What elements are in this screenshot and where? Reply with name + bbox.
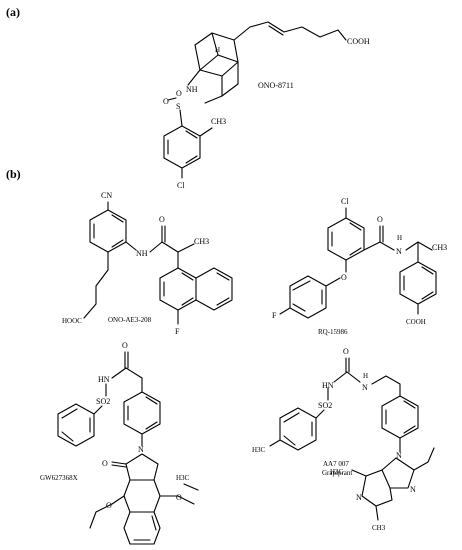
rq-o-ether-label: O [341, 273, 347, 282]
structure-grapiprant: O HN N H SO2 H3C N N N H3C CH3 AA7 007 G… [252, 347, 435, 532]
gw-o-top-label: O [122, 341, 128, 350]
grap-h3c-label: H3C [252, 446, 266, 454]
ono-ae3-name: ONO-AE3-208 [108, 316, 152, 324]
rq-h-label: H [397, 234, 402, 242]
grap-me2-label: CH3 [372, 524, 386, 532]
ono-8711-name: ONO-8711 [258, 81, 294, 90]
ono-8711-nh-label: NH [186, 85, 198, 94]
grap-n1-label: N [396, 451, 402, 460]
rq-name: RQ-15986 [318, 328, 348, 336]
ono-8711-s-label: S [176, 102, 180, 111]
ono-ae3-me-label: CH3 [194, 237, 209, 246]
panel-label-a: (a) [6, 5, 20, 19]
ono-ae3-nh-label: NH [136, 249, 148, 258]
gw-hn-label: HN [98, 375, 110, 384]
gw-h3c-label: H3C [176, 474, 190, 482]
ono-ae3-acid-label: HOOC [62, 317, 82, 325]
grap-n3-label: N [356, 493, 362, 502]
grap-me1-label: H3C [330, 468, 344, 476]
rq-me-label: CH3 [432, 243, 447, 252]
ono-8711-o1-label: O [163, 97, 169, 106]
gw-so2-label: SO2 [96, 397, 110, 406]
rq-o-amide-label: O [377, 215, 383, 224]
ono-8711-acid-label: COOH [347, 37, 370, 46]
grap-name: AA7 007 [323, 460, 349, 468]
ono-8711-methyl-label: CH3 [211, 117, 226, 126]
gw-n-label: N [138, 445, 144, 454]
rq-cl-label: Cl [341, 197, 349, 206]
ono-8711-cl-label: Cl [177, 181, 185, 190]
structure-ono-ae3-208: CN NH O CH3 HOOC F ONO-AE3-208 [62, 191, 233, 336]
grap-h-label: H [363, 372, 368, 380]
gw-o2-label: O [106, 501, 112, 510]
structure-gw627368x: O HN SO2 N O H3C O O GW627368X [40, 341, 199, 545]
structure-rq-15986: Cl O H N CH3 O F COOH RQ-15986 [272, 197, 447, 336]
grap-hn-label: HN [322, 381, 334, 390]
grap-so2-label: SO2 [318, 401, 332, 410]
structure-ono-8711: COOH NH H S O O CH3 Cl ONO-8711 [163, 21, 370, 190]
gw-o-lactam-label: O [102, 459, 108, 468]
grap-nh-label: N [362, 383, 368, 392]
ono-ae3-f-label: F [175, 327, 180, 336]
grap-o-label: O [343, 347, 349, 356]
ono-8711-h-label: H [215, 46, 220, 54]
gw-o1-label: O [176, 493, 182, 502]
grap-n2-label: N [410, 485, 416, 494]
rq-n-label: N [396, 247, 402, 256]
rq-f-label: F [272, 311, 277, 320]
panel-label-b: (b) [6, 167, 21, 181]
gw-name: GW627368X [40, 474, 78, 482]
ono-8711-o2-label: O [176, 89, 182, 98]
ono-ae3-cn-label: CN [101, 191, 112, 200]
grap-subname: Grapiprant [322, 469, 352, 477]
rq-acid-label: COOH [406, 318, 426, 326]
ono-ae3-o-label: O [159, 215, 165, 224]
